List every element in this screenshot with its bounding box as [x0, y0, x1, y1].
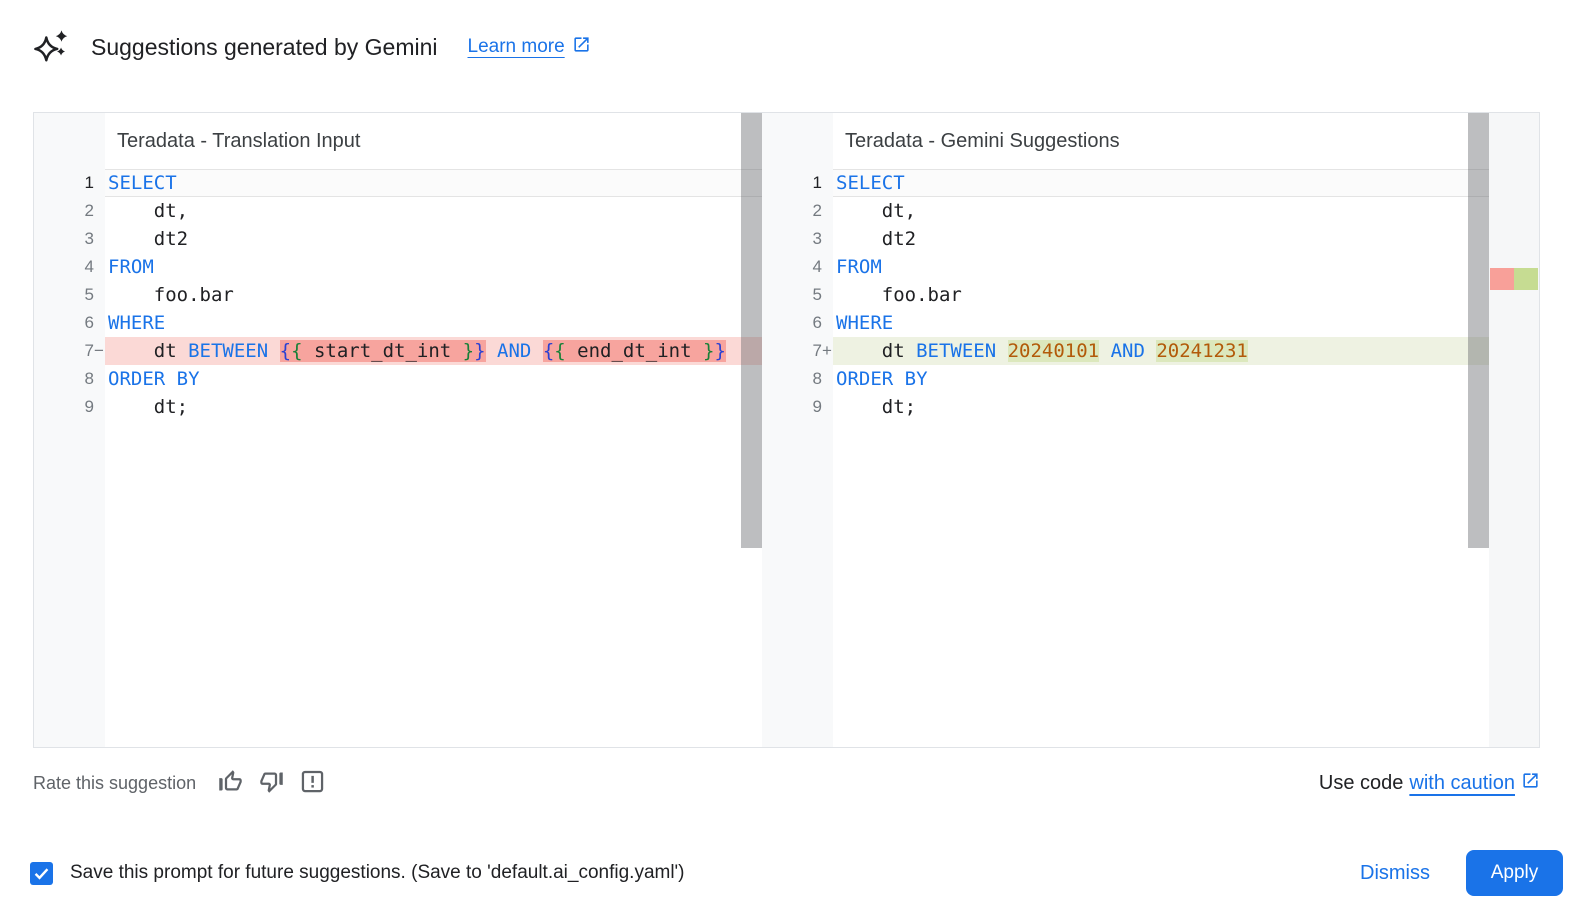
code-line[interactable]: SELECT — [105, 169, 762, 197]
line-number: 6 — [812, 313, 822, 332]
apply-button[interactable]: Apply — [1466, 850, 1563, 896]
diff-panel-left: 1 2 3 4 5 6 7− 8 9 Teradata - Translation Input … — [34, 113, 762, 747]
code-line[interactable]: dt BETWEEN 20240101 AND 20241231 — [833, 337, 1489, 365]
line-number: 9 — [84, 397, 94, 416]
suggestions-header: Suggestions generated by Gemini Learn mo… — [33, 26, 591, 68]
code-line[interactable]: WHERE — [108, 312, 166, 334]
page-title: Suggestions generated by Gemini — [91, 33, 438, 60]
code-line[interactable]: SELECT — [833, 169, 1489, 197]
feedback-icon — [299, 768, 326, 798]
code-line[interactable]: dt; — [108, 396, 189, 418]
code-line[interactable]: foo.bar — [108, 284, 234, 306]
open-in-new-icon — [1521, 771, 1540, 796]
line-number: 4 — [812, 257, 822, 276]
editor-gemini-suggestions[interactable]: Teradata - Gemini Suggestions SELECT dt,… — [833, 113, 1489, 747]
line-number: 1 — [812, 173, 822, 192]
open-in-new-icon — [572, 35, 591, 60]
line-number: 9 — [812, 397, 822, 416]
line-number: 3 — [812, 229, 822, 248]
gutter-lines: 1 2 3 4 5 6 7+ 8 9 — [762, 113, 833, 747]
learn-more-link[interactable]: Learn more — [468, 35, 591, 60]
line-number: 4 — [84, 257, 94, 276]
thumbs-up-icon — [217, 768, 244, 798]
diff-editor-container: 1 2 3 4 5 6 7− 8 9 Teradata - Translation Input … — [33, 112, 1540, 748]
code-line[interactable]: ORDER BY — [108, 368, 200, 390]
report-feedback-button[interactable] — [298, 769, 326, 797]
dismiss-button[interactable]: Dismiss — [1350, 856, 1440, 891]
line-number: 7− — [84, 341, 104, 360]
gutter-lines: 1 2 3 4 5 6 7− 8 9 — [34, 113, 105, 747]
code-line[interactable]: dt, — [836, 200, 917, 222]
thumbs-up-button[interactable] — [216, 769, 244, 797]
code-line[interactable]: FROM — [108, 256, 154, 278]
code-line[interactable]: dt, — [108, 200, 189, 222]
right-scrollbar[interactable] — [1468, 113, 1489, 747]
code-line[interactable]: ORDER BY — [836, 368, 928, 390]
thumbs-down-icon — [258, 768, 285, 798]
code-line[interactable]: dt; — [836, 396, 917, 418]
code-line[interactable]: foo.bar — [836, 284, 962, 306]
code-line[interactable]: dt BETWEEN {{ start_dt_int }} AND {{ end… — [105, 337, 762, 365]
rate-label: Rate this suggestion — [33, 772, 197, 793]
save-prompt-checkbox[interactable] — [30, 861, 53, 885]
line-number: 8 — [84, 369, 94, 388]
use-code-notice: Use code with caution — [1319, 771, 1540, 796]
left-scrollbar[interactable] — [741, 113, 762, 747]
left-scrollbar-thumb[interactable] — [741, 113, 762, 548]
line-number: 1 — [84, 173, 94, 192]
line-number: 8 — [812, 369, 822, 388]
line-number: 2 — [812, 201, 822, 220]
right-scrollbar-thumb[interactable] — [1468, 113, 1489, 548]
line-number: 3 — [84, 229, 94, 248]
code-line[interactable]: WHERE — [836, 312, 894, 334]
code-line[interactable]: FROM — [836, 256, 882, 278]
panel-title-left: Teradata - Translation Input — [105, 113, 762, 169]
line-number: 2 — [84, 201, 94, 220]
code-line[interactable]: dt2 — [836, 228, 917, 250]
diff-overview-ruler — [1489, 113, 1539, 747]
panel-title-right: Teradata - Gemini Suggestions — [833, 113, 1489, 169]
code-line[interactable]: dt2 — [108, 228, 189, 250]
use-code-prefix: Use code — [1318, 771, 1404, 794]
diff-panel-right: 1 2 3 4 5 6 7+ 8 9 Teradata - Gemini Suggestions… — [762, 113, 1539, 747]
learn-more-label: Learn more — [467, 36, 565, 57]
line-number: 5 — [812, 285, 822, 304]
thumbs-down-button[interactable] — [257, 769, 285, 797]
overview-addition-marker — [1514, 268, 1538, 290]
gemini-sparkle-icon — [33, 27, 71, 67]
line-number: 6 — [84, 313, 94, 332]
with-caution-link[interactable]: with caution — [1409, 771, 1540, 796]
save-prompt-label: Save this prompt for future suggestions.… — [70, 862, 685, 883]
feedback-row: Rate this suggestion — [33, 766, 1540, 800]
action-bar: Save this prompt for future suggestions.… — [30, 848, 1563, 898]
line-number: 5 — [84, 285, 94, 304]
rate-icons — [216, 769, 326, 797]
line-number: 7+ — [812, 341, 832, 360]
editor-translation-input[interactable]: Teradata - Translation Input SELECT dt, … — [105, 113, 762, 747]
overview-deletion-marker — [1490, 268, 1514, 290]
